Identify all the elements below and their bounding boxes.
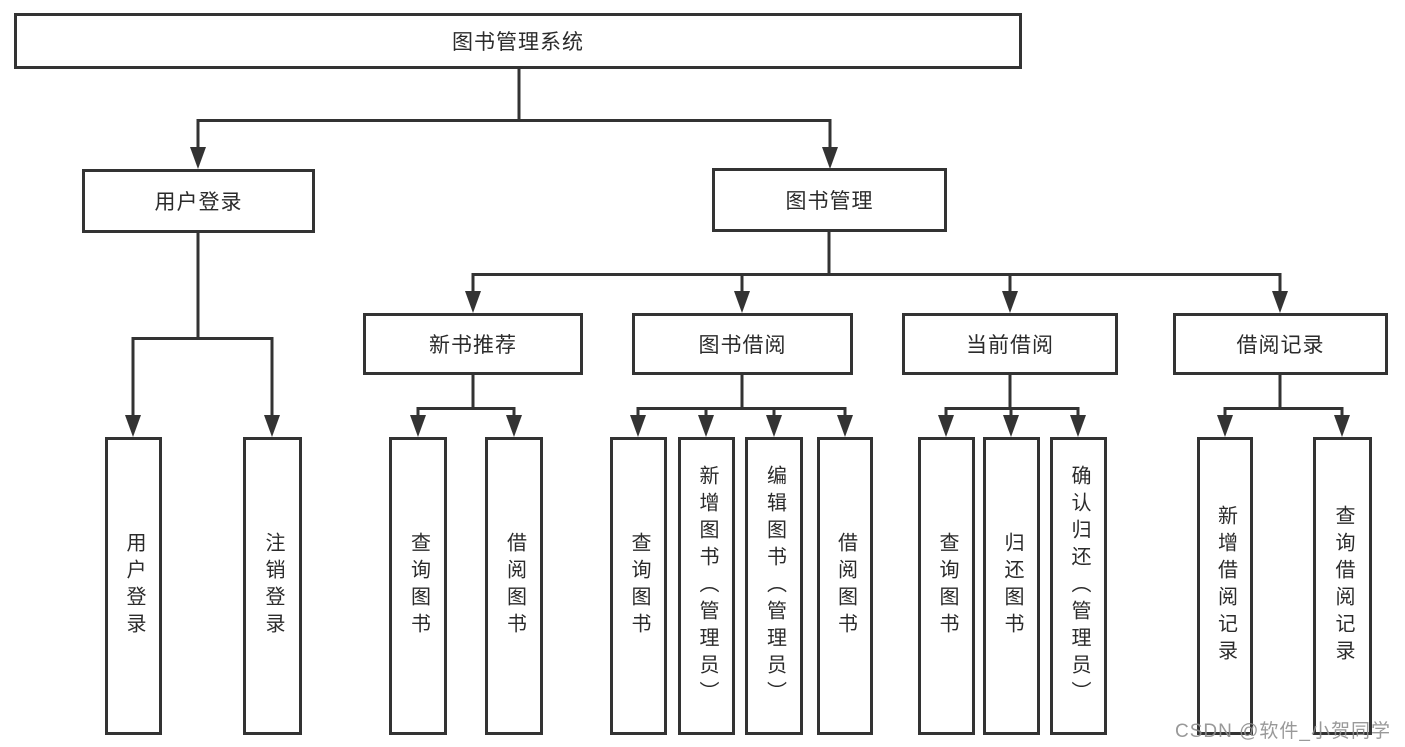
leaf-query-books-1: 查询图书 xyxy=(389,437,447,735)
leaf-add-borrow-record: 新增借阅记录 xyxy=(1197,437,1253,735)
arrow-down-icon xyxy=(1003,415,1019,437)
arrow-down-icon xyxy=(506,415,522,437)
arrow-down-icon xyxy=(465,291,481,313)
arrow-down-icon xyxy=(1272,291,1288,313)
arrow-down-icon xyxy=(822,147,838,169)
node-current-borrowing: 当前借阅 xyxy=(902,313,1118,375)
leaf-query-borrow-record: 查询借阅记录 xyxy=(1313,437,1372,735)
arrow-down-icon xyxy=(1217,415,1233,437)
arrow-down-icon xyxy=(837,415,853,437)
arrow-down-icon xyxy=(766,415,782,437)
arrow-down-icon xyxy=(1334,415,1350,437)
leaf-logout: 注销登录 xyxy=(243,437,302,735)
connector-lines xyxy=(131,69,1344,419)
arrow-down-icon xyxy=(938,415,954,437)
arrow-down-icon xyxy=(630,415,646,437)
arrow-down-icon xyxy=(1070,415,1086,437)
node-library-management-system: 图书管理系统 xyxy=(14,13,1022,69)
arrowheads xyxy=(125,147,1350,437)
node-book-management: 图书管理 xyxy=(712,168,947,232)
arrow-down-icon xyxy=(264,415,280,437)
arrow-down-icon xyxy=(125,415,141,437)
leaf-query-books-2: 查询图书 xyxy=(610,437,667,735)
leaf-borrow-books-2: 借阅图书 xyxy=(817,437,873,735)
node-new-book-recommendation: 新书推荐 xyxy=(363,313,583,375)
arrow-down-icon xyxy=(698,415,714,437)
leaf-user-login: 用户登录 xyxy=(105,437,162,735)
node-borrowing-records: 借阅记录 xyxy=(1173,313,1388,375)
leaf-borrow-books-1: 借阅图书 xyxy=(485,437,543,735)
csdn-watermark: CSDN @软件_小贺同学 xyxy=(1175,721,1391,742)
leaf-return-books: 归还图书 xyxy=(983,437,1040,735)
leaf-add-books-admin: 新增图书（管理员） xyxy=(678,437,735,735)
leaf-confirm-return-admin: 确认归还（管理员） xyxy=(1050,437,1107,735)
node-user-login: 用户登录 xyxy=(82,169,315,233)
arrow-down-icon xyxy=(734,291,750,313)
arrow-down-icon xyxy=(410,415,426,437)
arrow-down-icon xyxy=(1002,291,1018,313)
leaf-query-books-3: 查询图书 xyxy=(918,437,975,735)
leaf-edit-books-admin: 编辑图书（管理员） xyxy=(745,437,803,735)
arrow-down-icon xyxy=(190,147,206,169)
node-book-borrowing: 图书借阅 xyxy=(632,313,853,375)
